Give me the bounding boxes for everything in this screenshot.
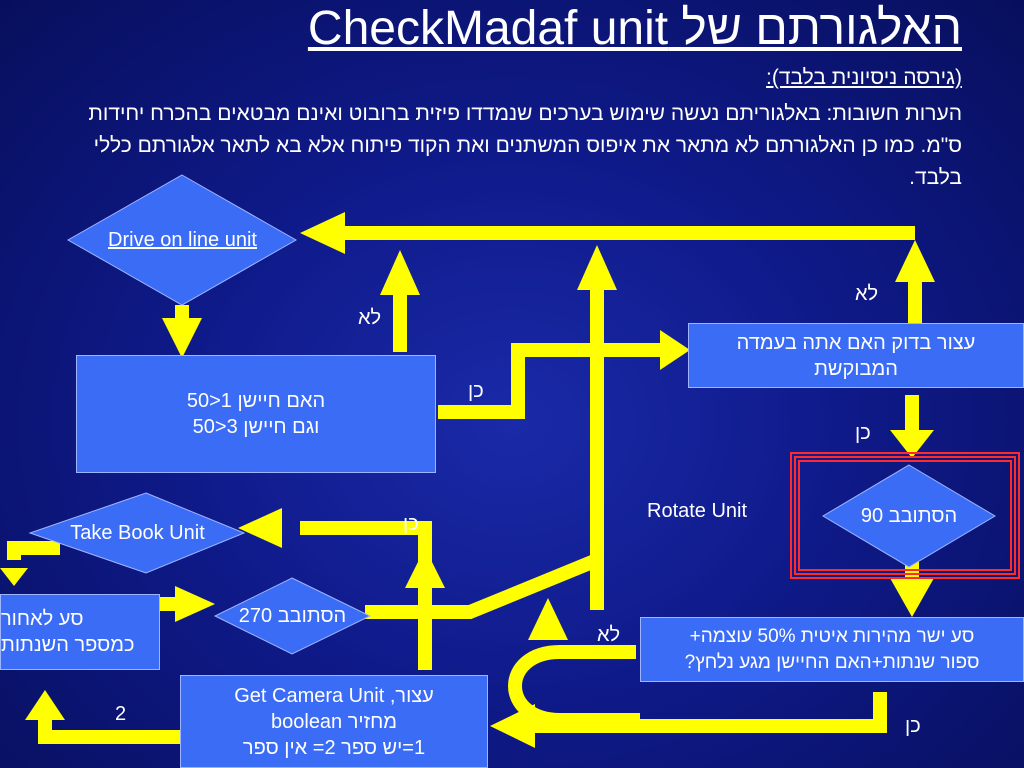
take-book-label: Take Book Unit: [70, 522, 205, 544]
label-yes-sensor: כן: [468, 380, 484, 402]
notes-text: הערות חשובות: באלגוריתם נעשה שימוש בערכי…: [88, 102, 962, 189]
arrowhead-drive-down: [162, 318, 202, 358]
arrowhead-loop: [528, 598, 568, 640]
drive-straight-line2: ספור שנתות+האם החיישן מגע נלחץ?: [684, 651, 980, 673]
arrowhead-no-left: [380, 250, 420, 295]
drive-back-box: סע לאחור כמספר השנתות: [0, 594, 160, 670]
get-camera-line3: 1=יש ספר 2= אין ספר: [242, 736, 426, 759]
arrowhead-to-back: [0, 568, 28, 586]
arrowhead-drive-top: [300, 212, 345, 254]
drive-straight-line1: סע ישר מהירות איטית 50% עוצמה+: [689, 625, 975, 647]
arrowhead-camera-up: [405, 548, 445, 588]
label-no-left: לא: [358, 307, 382, 329]
page-title: האלגורתם של CheckMadaf unit: [307, 2, 962, 55]
arrow-yes-to-stop: [438, 343, 668, 419]
label-yes-camera: כן: [403, 513, 419, 535]
arrowhead-to-take: [238, 508, 282, 548]
drive-straight-box: סע ישר מהירות איטית 50% עוצמה+ ספור שנתו…: [640, 617, 1024, 682]
arrow-yes-to-camera: [532, 692, 887, 733]
rotate-270-node: הסתובב 270: [225, 600, 360, 632]
arrowhead-to-stop: [660, 330, 690, 370]
label-yes-stop: כן: [855, 422, 871, 444]
arrowhead-rotate-down: [890, 578, 934, 617]
sensor-check-line1: האם חיישן 1<50: [186, 390, 326, 412]
arrow-camera-two: [38, 720, 180, 744]
drive-back-line1: סע לאחור: [1, 608, 84, 630]
label-yes-straight: כן: [905, 715, 921, 737]
sensor-check-box: האם חיישן 1<50 וגם חיישן 3<50: [76, 355, 436, 473]
arrow-270-to-middle: [365, 553, 600, 619]
get-camera-line2: מחזיר boolean: [271, 710, 397, 733]
page-subtitle: (גירסה ניסיונית בלבד):: [766, 66, 962, 89]
arrowhead-yes-down: [890, 430, 934, 458]
take-book-node: Take Book Unit: [70, 503, 205, 563]
rotate90-diamond: [822, 464, 996, 568]
stop-check-box: עצור בדוק האם אתה בעמדה המבוקשת: [688, 323, 1024, 388]
sensor-check-line2: וגם חיישן 3<50: [192, 416, 320, 438]
get-camera-line1: עצור, Get Camera Unit: [234, 684, 434, 707]
label-two: 2: [115, 703, 127, 725]
stop-check-label: עצור בדוק האם אתה בעמדה המבוקשת: [736, 331, 976, 380]
arrow-no-loop: [508, 645, 640, 727]
label-no-loop: לא: [597, 624, 621, 646]
arrowhead-camera-two: [25, 690, 65, 720]
drive-on-line-label: Drive on line unit: [108, 229, 257, 251]
rotate-90-label: הסתובב 90: [860, 505, 958, 527]
get-camera-box: עצור, Get Camera Unit מחזיר boolean 1=יש…: [180, 675, 488, 768]
rotate-unit-label: Rotate Unit: [647, 500, 748, 522]
takebook-diamond: [28, 492, 246, 574]
rotate-90-node: הסתובב 90: [838, 500, 980, 532]
arrowhead-to-camera: [490, 704, 535, 748]
arrowhead-no-right: [895, 240, 935, 282]
arrow-camera-to-take: [300, 521, 432, 670]
drive-back-line2: כמספר השנתות: [1, 634, 135, 656]
drive-on-line-node: Drive on line unit: [95, 208, 270, 272]
rotate-270-label: הסתובב 270: [238, 605, 347, 627]
arrowhead-to-270: [175, 586, 215, 622]
arrowhead-middle: [577, 245, 617, 290]
rotate270-diamond: [213, 577, 372, 655]
arrow-take-to-back: [7, 541, 60, 560]
label-no-right: לא: [855, 283, 879, 305]
drive-diamond: [66, 174, 298, 306]
